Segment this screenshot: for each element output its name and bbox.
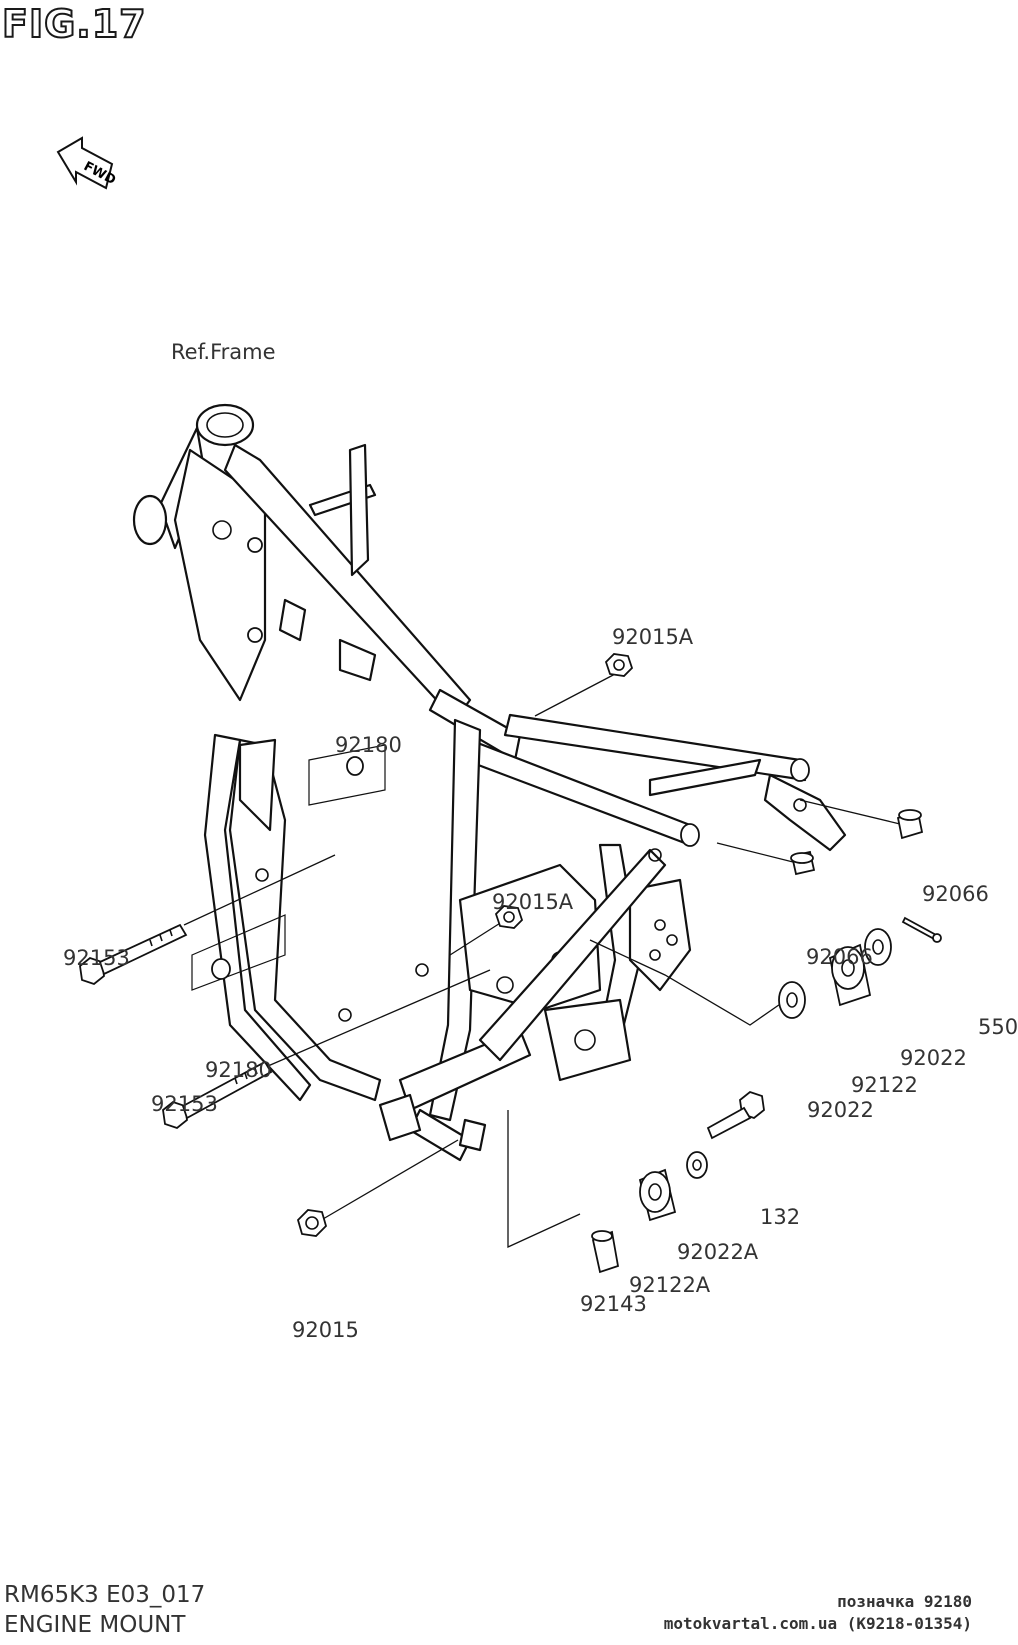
cap-92066-right-icon [896, 809, 924, 840]
part-label-92015A-mid: 92015A [492, 890, 574, 914]
spacer-92143-icon [591, 1230, 620, 1274]
part-label-550: 550 [978, 1015, 1018, 1039]
cotter-pin-550-icon [901, 916, 942, 943]
washer-92022-left-icon [778, 981, 806, 1019]
washer-92022-right-icon [864, 928, 892, 966]
part-label-92066-right: 92066 [922, 882, 989, 906]
nut-92015-icon [296, 1209, 328, 1237]
part-label-92180-top: 92180 [335, 733, 402, 757]
washer-92180-mid-icon [211, 958, 231, 980]
leader-lines [183, 672, 901, 1249]
figure-title: FIG.17 [1, 1, 147, 47]
part-label-132: 132 [760, 1205, 801, 1229]
part-label-92153-top: 92153 [63, 946, 130, 970]
part-label-92015A-top: 92015A [612, 625, 694, 649]
part-label-92180-mid: 92180 [205, 1058, 272, 1082]
site-watermark: motokvartal.com.ua (K9218-01354) [663, 1614, 972, 1633]
marker-text: позначка 92180 [837, 1592, 972, 1611]
frame-drawing [132, 403, 847, 1162]
washer-92022A-icon [686, 1151, 708, 1179]
bolt-132-icon [706, 1090, 765, 1140]
part-label-92022-right: 92022 [900, 1046, 967, 1070]
bolt-92153-bottom-icon [162, 1060, 273, 1130]
ref-frame-label: Ref.Frame [171, 340, 276, 364]
collar-92122-icon [828, 943, 872, 1007]
section-name: ENGINE MOUNT [4, 1612, 186, 1638]
cap-92066-mid-icon [790, 850, 816, 876]
parts [79, 653, 942, 1274]
nut-92015A-top-icon [604, 653, 634, 677]
washer-92180-top-icon [346, 756, 364, 776]
collar-92122A-icon [638, 1168, 677, 1222]
fwd-arrow-icon: FWD [56, 136, 118, 190]
bolt-92153-top-icon [79, 923, 188, 986]
part-label-92153-bottom: 92153 [151, 1092, 218, 1116]
part-label-92122A: 92122A [629, 1273, 711, 1297]
part-label-92022-left: 92022 [807, 1098, 874, 1122]
part-label-92122: 92122 [851, 1073, 918, 1097]
part-label-92015: 92015 [292, 1318, 359, 1342]
nut-92015A-mid-icon [494, 905, 524, 929]
part-label-92143: 92143 [580, 1292, 647, 1316]
part-label-92066-mid: 92066 [806, 945, 873, 969]
part-label-92022A: 92022A [677, 1240, 759, 1264]
model-code: RM65K3 E03_017 [4, 1582, 206, 1608]
